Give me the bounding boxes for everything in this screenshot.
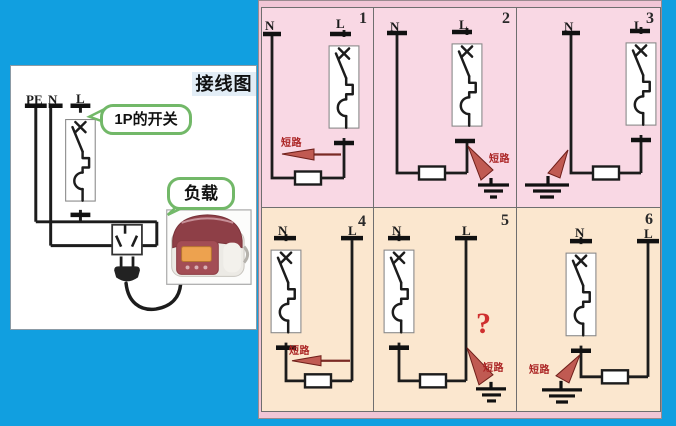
diagram-title: 接线图 <box>192 72 256 96</box>
load-resistor-icon <box>600 369 630 385</box>
circuit-panel-6: N L 6 短路 <box>517 208 660 411</box>
short-circuit-label: 短路 <box>483 363 504 374</box>
short-circuit-arrow-icon <box>281 148 341 161</box>
circuit-svg-3 <box>525 27 657 199</box>
scenario-cells: N L 1 短路 <box>261 7 661 412</box>
circuit-breaker-icon <box>625 41 657 127</box>
question-mark: ? <box>476 307 491 340</box>
plug-icon <box>114 256 140 282</box>
rice-cooker-image <box>166 209 252 285</box>
socket-icon <box>111 223 143 256</box>
n-wire-label: N <box>48 92 58 107</box>
earth-ground-icon <box>476 381 506 403</box>
circuit-svg-1 <box>263 30 360 186</box>
wiring-diagram-card: 接线图 PE N L 1P的开关 负载 <box>10 65 257 330</box>
circuit-svg-2 <box>387 28 509 199</box>
l-wire-label: L <box>459 17 468 32</box>
n-wire-label: N <box>390 19 400 34</box>
l-wire-label: L <box>76 91 85 106</box>
wiring-diagram-drawing <box>24 103 252 312</box>
terminal-bars <box>274 235 363 350</box>
panel-number: 1 <box>359 10 367 27</box>
switch-callout: 1P的开关 <box>100 104 192 135</box>
l-wire-label: L <box>462 223 471 238</box>
earth-ground-icon <box>525 176 569 199</box>
n-wire-label: N <box>278 223 288 238</box>
circuit-panel-2: N L 2 短路 <box>374 8 516 207</box>
n-wire-label: N <box>575 225 585 240</box>
n-wire-label: N <box>392 223 402 238</box>
circuit-panel-4: N L 4 短路 <box>262 208 373 411</box>
short-circuit-label: 短路 <box>529 365 550 376</box>
panel-number: 5 <box>501 212 509 229</box>
power-cord <box>124 281 183 312</box>
load-resistor-icon <box>591 165 621 181</box>
short-circuit-arrow-icon <box>555 354 581 384</box>
circuit-breaker-icon <box>64 118 97 203</box>
circuit-panel-1: N L 1 短路 <box>262 8 373 207</box>
circuit-panel-5: N L 5 ? 短路 <box>374 208 516 411</box>
terminal-bars <box>388 235 477 350</box>
terminal-bars <box>24 103 91 218</box>
circuit-breaker-icon <box>328 44 360 130</box>
short-circuit-label: 短路 <box>489 154 510 165</box>
n-wire-label: N <box>564 19 574 34</box>
earth-ground-icon <box>542 380 582 404</box>
circuit-breaker-icon <box>270 248 302 335</box>
l-wire-label: L <box>644 226 653 241</box>
panel-number: 3 <box>646 10 654 27</box>
terminal-bars <box>387 29 475 144</box>
terminal-bars <box>263 31 354 146</box>
panel-number: 2 <box>502 10 510 27</box>
short-circuit-arrow-icon <box>466 347 494 386</box>
panel-number: 6 <box>645 211 653 228</box>
l-wire-label: L <box>336 16 345 31</box>
wires <box>34 107 159 248</box>
circuit-svg-6 <box>542 237 659 404</box>
load-resistor-icon <box>303 373 333 389</box>
load-resistor-icon <box>417 165 447 181</box>
l-wire-label: L <box>348 223 357 238</box>
earth-ground-icon <box>478 178 509 199</box>
short-circuit-arrow-icon <box>547 149 569 179</box>
short-circuit-arrow-icon <box>291 355 350 367</box>
n-wire-label: N <box>265 18 275 33</box>
circuit-svg-5 <box>383 234 506 403</box>
circuit-panel-3: N L 3 <box>517 8 660 207</box>
pe-wire-label: PE <box>26 92 43 107</box>
circuit-breaker-icon <box>565 251 597 338</box>
panel-number: 4 <box>358 213 366 230</box>
l-wire-label: L <box>634 18 643 33</box>
short-circuit-label: 短路 <box>281 138 302 149</box>
load-callout: 负载 <box>167 177 235 210</box>
load-resistor-icon <box>293 170 323 186</box>
load-resistor-icon <box>418 373 448 389</box>
terminal-bars <box>562 28 651 143</box>
short-circuit-arrow-icon <box>467 145 494 181</box>
circuit-breaker-icon <box>383 248 415 335</box>
scenario-grid: N L 1 短路 <box>258 0 662 419</box>
terminal-bars <box>570 238 659 353</box>
short-circuit-label: 短路 <box>289 346 310 357</box>
circuit-breaker-icon <box>451 42 483 128</box>
circuit-svg-4 <box>270 234 363 389</box>
